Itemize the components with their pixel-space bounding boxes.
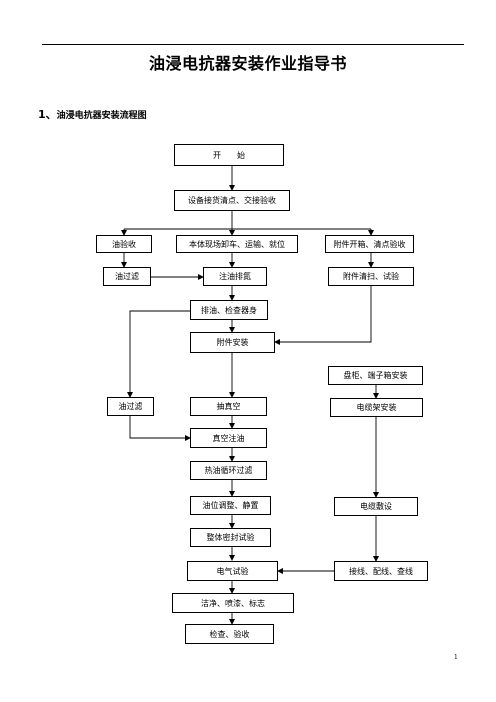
arrow-filter2-to-vacuum-fill <box>129 416 191 441</box>
page-number: 1 <box>454 654 458 661</box>
oil-injection-box: 注油排氮 <box>203 267 267 286</box>
body-unload-box: 本体现场卸车、运输、就位 <box>176 235 298 253</box>
hot-oil-circulation-box: 热油循环过滤 <box>190 461 267 480</box>
seal-test-box: 整体密封试验 <box>190 528 271 547</box>
section-title: 油浸电抗器安装流程图 <box>56 111 147 121</box>
cabinet-install-box: 盘柜、端子箱安装 <box>328 366 423 385</box>
vacuum-box: 抽真空 <box>190 397 267 416</box>
receive-check-box: 设备接货清点、交接验收 <box>174 190 290 211</box>
header-rule <box>42 44 464 45</box>
oil-level-adjust-box: 油位调整、静置 <box>190 496 271 515</box>
final-acceptance-box: 检查、验收 <box>185 624 274 644</box>
oil-filter-box: 油过滤 <box>103 267 151 286</box>
arrow-clean-to-accessory-install <box>274 286 372 345</box>
cable-tray-install-box: 电缆架安装 <box>330 398 423 417</box>
drain-inspect-box: 排油、检查器身 <box>190 300 268 320</box>
vacuum-oil-fill-box: 真空注油 <box>190 428 267 448</box>
cleaning-painting-box: 洁净、喷漆、标志 <box>172 593 294 613</box>
electrical-test-box: 电气试验 <box>187 561 278 581</box>
accessory-install-box: 附件安装 <box>190 332 275 353</box>
document-title: 油浸电抗器安装作业指导书 <box>148 54 347 73</box>
arrow-drain-to-filter2 <box>127 310 190 398</box>
section-number: 1、 <box>38 108 57 121</box>
oil-acceptance-box: 油验收 <box>96 235 152 253</box>
oil-filter-2-box: 油过滤 <box>107 397 154 416</box>
section-heading: 1、油浸电抗器安装流程图 <box>38 106 147 122</box>
cable-laying-box: 电缆敷设 <box>334 497 418 516</box>
accessory-clean-box: 附件清扫、试验 <box>328 267 414 286</box>
accessory-unpack-box: 附件开箱、清点验收 <box>325 235 414 253</box>
wiring-box: 接线、配线、查线 <box>334 561 428 581</box>
start-box: 开 始 <box>174 144 284 166</box>
